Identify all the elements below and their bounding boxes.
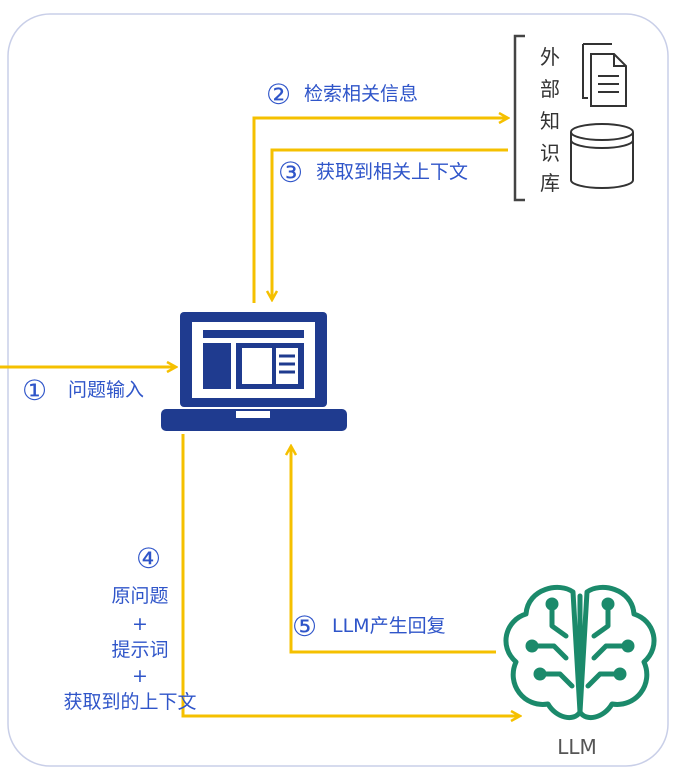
step2-number: ② — [266, 78, 291, 111]
arrow-step4 — [181, 434, 520, 716]
diagram-frame — [7, 13, 669, 767]
kb-char-3: 知 — [540, 109, 560, 133]
step4-number: ④ — [136, 542, 161, 575]
step5-number: ⑤ — [292, 610, 317, 643]
step3-number: ③ — [278, 156, 303, 189]
laptop-base — [161, 409, 347, 431]
step4-line-4: + — [132, 665, 148, 687]
laptop-icon — [161, 312, 347, 431]
knowledge-base: 外 部 知 识 库 — [513, 34, 634, 202]
step3-label: ③ 获取到相关上下文 — [278, 156, 468, 189]
database-icon — [570, 123, 634, 189]
document-icon — [582, 43, 627, 107]
kb-char-1: 外 — [540, 45, 560, 69]
arrow-step5 — [291, 446, 496, 654]
arrow-step3 — [272, 148, 508, 300]
step1-number: ① — [22, 374, 47, 407]
step4-line-2: + — [132, 613, 148, 635]
step4-line-3: 提示词 — [111, 639, 168, 661]
step5-text: LLM产生回复 — [332, 615, 446, 637]
step4-label: ④ 原问题 + 提示词 + 获取到的上下文 — [63, 542, 196, 713]
laptop-window-bar — [203, 330, 304, 338]
llm-label: LLM — [557, 735, 597, 759]
brain-icon — [503, 584, 657, 721]
step1-text: 问题输入 — [68, 379, 144, 401]
step2-text: 检索相关信息 — [304, 83, 418, 105]
laptop-window-pane — [203, 343, 231, 389]
kb-char-4: 识 — [540, 141, 560, 165]
step1-label: ① 问题输入 — [22, 374, 144, 407]
kb-char-5: 库 — [540, 171, 560, 195]
step4-line-5: 获取到的上下文 — [63, 691, 196, 713]
step2-label: ② 检索相关信息 — [266, 78, 418, 111]
kb-char-2: 部 — [540, 77, 560, 101]
arrow-step2 — [252, 118, 508, 303]
step4-line-1: 原问题 — [111, 585, 168, 607]
kb-bracket — [513, 34, 525, 202]
arrows — [0, 118, 520, 716]
step5-label: ⑤ LLM产生回复 — [292, 610, 446, 643]
laptop-trackpad — [236, 411, 270, 418]
step3-text: 获取到相关上下文 — [316, 161, 468, 183]
